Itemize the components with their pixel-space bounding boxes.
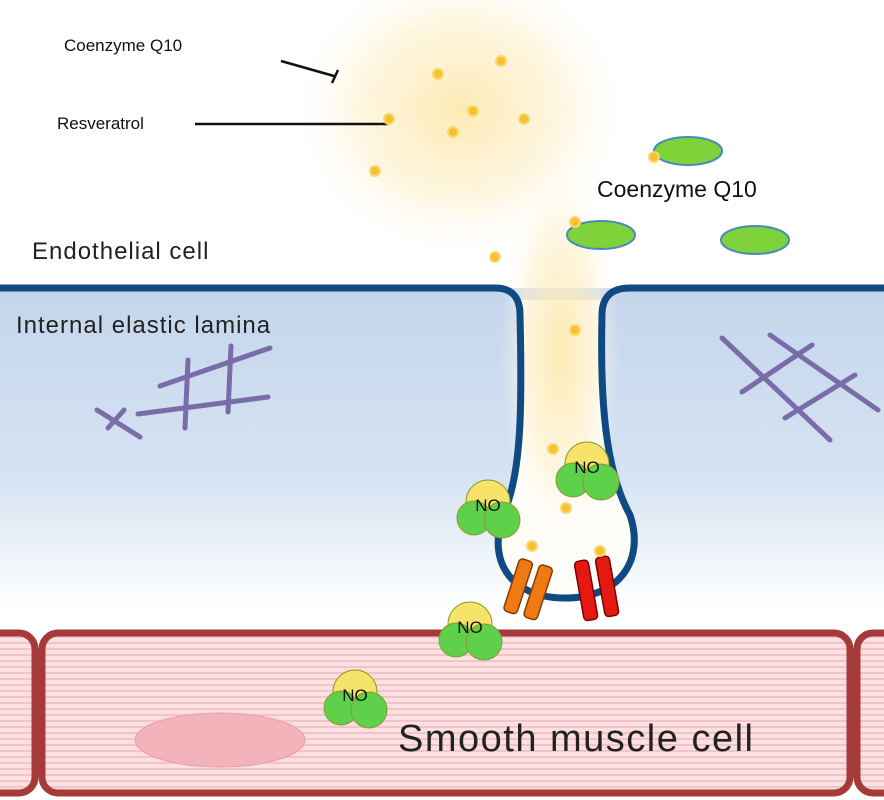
nitric-oxide-molecule: NO bbox=[438, 601, 503, 661]
lamina-fibers-right bbox=[719, 332, 881, 443]
vessel-wall-band bbox=[0, 288, 884, 608]
coq10-legend-label: Coenzyme Q10 bbox=[64, 36, 183, 55]
nitric-oxide-molecule: NO bbox=[323, 669, 388, 729]
coq10-inhibit-bar bbox=[330, 69, 340, 84]
endothelial-cell-label: Endothelial cell bbox=[32, 238, 210, 265]
muscle-cell-main bbox=[38, 629, 854, 797]
nitric-oxide-molecule: NO bbox=[456, 479, 521, 539]
no-label: NO bbox=[574, 458, 600, 477]
lamina-fibers-left bbox=[94, 343, 273, 440]
coq10-inhibit-line bbox=[280, 59, 335, 78]
no-label: NO bbox=[457, 618, 483, 637]
coenzyme-q10-particles bbox=[566, 136, 790, 255]
smooth-muscle-cell-label: Smooth muscle cell bbox=[398, 718, 755, 760]
coq10-main-label: Coenzyme Q10 bbox=[597, 176, 757, 202]
resveratrol-legend-label: Resveratrol bbox=[57, 114, 144, 133]
ion-channel-orange bbox=[503, 558, 554, 621]
internal-elastic-lamina-label: Internal elastic lamina bbox=[16, 312, 272, 339]
nucleus bbox=[134, 712, 306, 768]
no-label: NO bbox=[342, 686, 368, 705]
muscle-cell-left bbox=[0, 629, 39, 797]
endothelial-membrane bbox=[0, 284, 884, 602]
resveratrol-particles bbox=[369, 55, 660, 557]
smooth-muscle-cells bbox=[0, 629, 884, 797]
muscle-cell-right bbox=[853, 629, 884, 797]
ion-channel-red bbox=[573, 555, 620, 622]
no-label: NO bbox=[475, 496, 501, 515]
nitric-oxide-molecule: NO bbox=[555, 441, 620, 501]
